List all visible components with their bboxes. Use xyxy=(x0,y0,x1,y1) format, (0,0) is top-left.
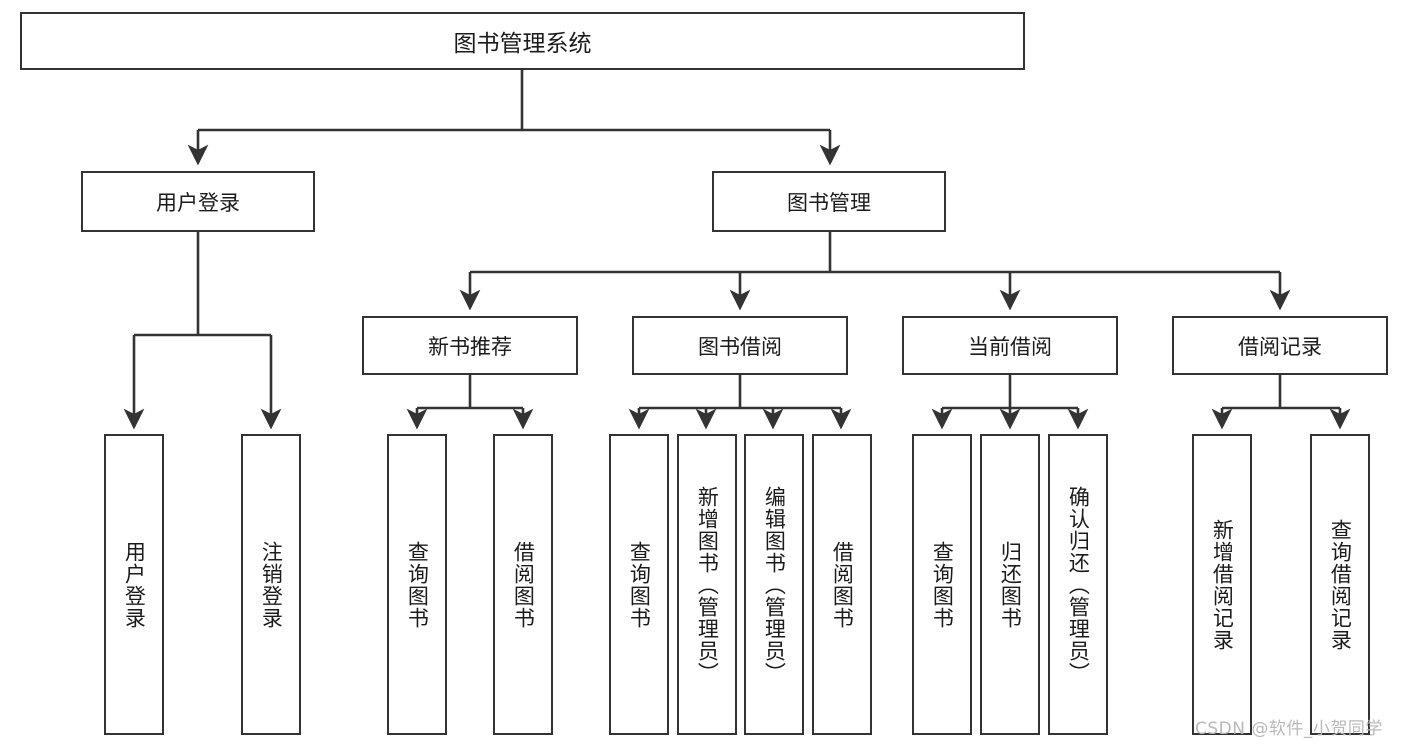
leaf-current-return-book[interactable]: 归还图书 xyxy=(980,434,1040,735)
leaf-user-login-login[interactable]: 用户登录 xyxy=(104,434,164,735)
node-label: 借阅图书 xyxy=(830,540,855,629)
leaf-recommend-borrow-book[interactable]: 借阅图书 xyxy=(493,434,553,735)
node-label: 借阅记录 xyxy=(1238,334,1322,359)
node-label: 查询图书 xyxy=(405,540,430,629)
node-label: 图书管理 xyxy=(787,190,871,215)
leaf-record-query-record[interactable]: 查询借阅记录 xyxy=(1310,434,1370,735)
node-root-system[interactable]: 图书管理系统 xyxy=(20,12,1025,70)
leaf-record-add-record[interactable]: 新增借阅记录 xyxy=(1192,434,1252,735)
csdn-watermark: CSDN @软件_小贺同学 xyxy=(1195,719,1383,739)
node-new-book-recommend[interactable]: 新书推荐 xyxy=(362,316,578,375)
leaf-borrow-query-book[interactable]: 查询图书 xyxy=(609,434,669,735)
leaf-user-login-logout[interactable]: 注销登录 xyxy=(241,434,301,735)
node-label: 新增借阅记录 xyxy=(1210,518,1235,651)
node-label: 借阅图书 xyxy=(511,540,536,629)
node-label: 查询借阅记录 xyxy=(1328,518,1353,651)
node-label: 查询图书 xyxy=(930,540,955,629)
node-label: 新书推荐 xyxy=(428,334,512,359)
leaf-current-query-book[interactable]: 查询图书 xyxy=(912,434,972,735)
node-label: 用户登录 xyxy=(122,540,147,629)
node-label: 确认归还（管理员） xyxy=(1066,485,1091,684)
node-label: 图书管理系统 xyxy=(453,31,592,57)
node-label: 新增图书（管理员） xyxy=(695,485,720,684)
leaf-borrow-edit-book-admin[interactable]: 编辑图书（管理员） xyxy=(744,434,804,735)
node-label: 当前借阅 xyxy=(968,334,1052,359)
node-label: 图书借阅 xyxy=(698,334,782,359)
leaf-borrow-borrow-book[interactable]: 借阅图书 xyxy=(812,434,872,735)
node-label: 注销登录 xyxy=(259,540,284,629)
leaf-borrow-add-book-admin[interactable]: 新增图书（管理员） xyxy=(677,434,737,735)
node-current-borrow[interactable]: 当前借阅 xyxy=(902,316,1118,375)
node-book-borrow[interactable]: 图书借阅 xyxy=(632,316,848,375)
node-label: 查询图书 xyxy=(627,540,652,629)
node-label: 编辑图书（管理员） xyxy=(762,485,787,684)
leaf-recommend-query-book[interactable]: 查询图书 xyxy=(387,434,447,735)
node-label: 归还图书 xyxy=(998,540,1023,629)
leaf-current-confirm-return-admin[interactable]: 确认归还（管理员） xyxy=(1048,434,1108,735)
node-user-login[interactable]: 用户登录 xyxy=(81,171,315,232)
node-book-management[interactable]: 图书管理 xyxy=(712,171,946,232)
node-label: 用户登录 xyxy=(156,190,240,215)
node-borrow-record[interactable]: 借阅记录 xyxy=(1172,316,1388,375)
